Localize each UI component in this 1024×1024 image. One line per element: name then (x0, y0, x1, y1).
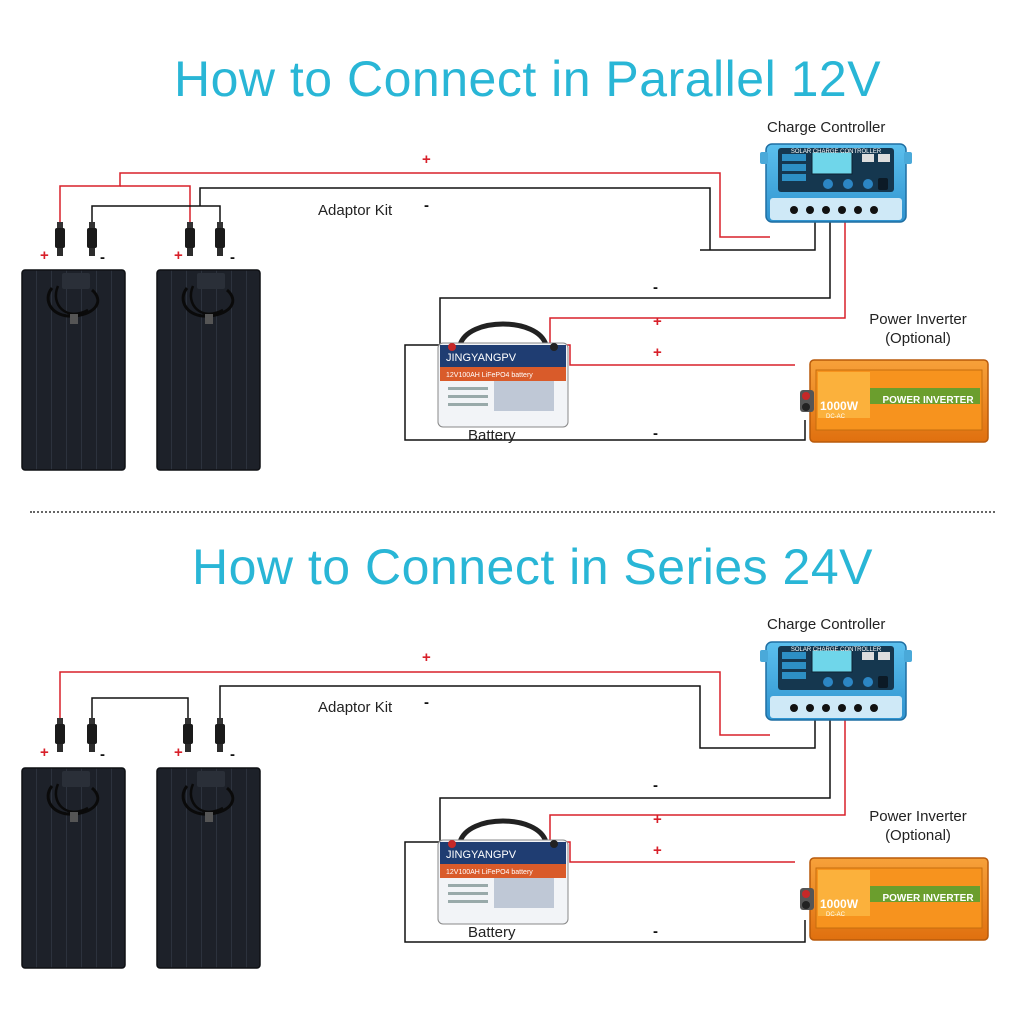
parallel-sign-plus-inverter: + (653, 344, 662, 361)
series-solar-panel-2 (155, 766, 262, 970)
parallel-title: How to Connect in Parallel 12V (174, 51, 882, 107)
parallel-inverter-power: 1000W (820, 399, 859, 413)
parallel-sign-minus-inverter: - (653, 425, 658, 442)
parallel-sign-plus-panel1: + (40, 247, 49, 264)
series-battery-label: Battery (468, 924, 516, 941)
series-charge-controller (759, 641, 913, 721)
series-sign-plus-panel1: + (40, 744, 49, 761)
series-battery-brand: JINGYANGPV (446, 849, 517, 861)
series-sign-minus-panel2: - (230, 746, 235, 763)
series-sign-minus-panel1: - (100, 746, 105, 763)
parallel-inverter-label-line1: Power Inverter (869, 311, 967, 328)
parallel-battery-brand: JINGYANGPV (446, 352, 517, 364)
series-title: How to Connect in Series 24V (192, 539, 874, 595)
series-controller-panel-text: SOLAR CHARGE CONTROLLER (791, 647, 882, 653)
parallel-inverter-label-line2: (Optional) (885, 330, 951, 347)
series-charge-controller-label: Charge Controller (767, 616, 886, 633)
series-adaptor-kit-label: Adaptor Kit (318, 699, 393, 716)
parallel-solar-panel-1 (20, 268, 127, 472)
parallel-sign-plus-top: + (422, 151, 431, 168)
parallel-charge-controller (759, 143, 913, 223)
series-inverter-label-line1: Power Inverter (869, 808, 967, 825)
series-sign-minus-battery: - (653, 777, 658, 794)
series-sign-plus-top: + (422, 649, 431, 666)
series-sign-plus-inverter: + (653, 842, 662, 859)
parallel-inverter-label: Power Inverter (Optional) (858, 312, 978, 346)
series-inverter-name: POWER INVERTER (882, 893, 974, 904)
series-inverter-power: 1000W (820, 897, 859, 911)
parallel-adaptor-kit-label: Adaptor Kit (318, 202, 393, 219)
series-solar-panel-1 (20, 766, 127, 970)
parallel-battery-label: Battery (468, 427, 516, 444)
series-sign-minus-adaptor: - (424, 694, 429, 711)
series-sign-minus-inverter: - (653, 923, 658, 940)
parallel-connectors (55, 222, 225, 256)
parallel-sign-minus-panel2: - (230, 249, 235, 266)
parallel-charge-controller-label: Charge Controller (767, 119, 886, 136)
parallel-battery-model: 12V100AH LiFePO4 battery (446, 372, 533, 379)
series-battery-model: 12V100AH LiFePO4 battery (446, 869, 533, 876)
series-inverter-label: Power Inverter (Optional) (858, 809, 978, 843)
parallel-sign-plus-panel2: + (174, 247, 183, 264)
parallel-inverter-name: POWER INVERTER (882, 395, 974, 406)
parallel-sign-plus-battery: + (653, 313, 662, 330)
series-sign-plus-panel2: + (174, 744, 183, 761)
parallel-sign-minus-adaptor: - (424, 197, 429, 214)
series-wiring (59, 671, 846, 943)
section-divider (30, 511, 995, 513)
series-sign-plus-battery: + (653, 811, 662, 828)
series-inverter-label-line2: (Optional) (885, 827, 951, 844)
series-connectors (55, 718, 225, 752)
parallel-sign-minus-panel1: - (100, 249, 105, 266)
parallel-solar-panel-2 (155, 268, 262, 472)
parallel-controller-panel-text: SOLAR CHARGE CONTROLLER (791, 149, 882, 155)
series-inverter-subtext: DC-AC (826, 912, 846, 918)
parallel-inverter-subtext: DC-AC (826, 414, 846, 420)
parallel-sign-minus-battery: - (653, 279, 658, 296)
